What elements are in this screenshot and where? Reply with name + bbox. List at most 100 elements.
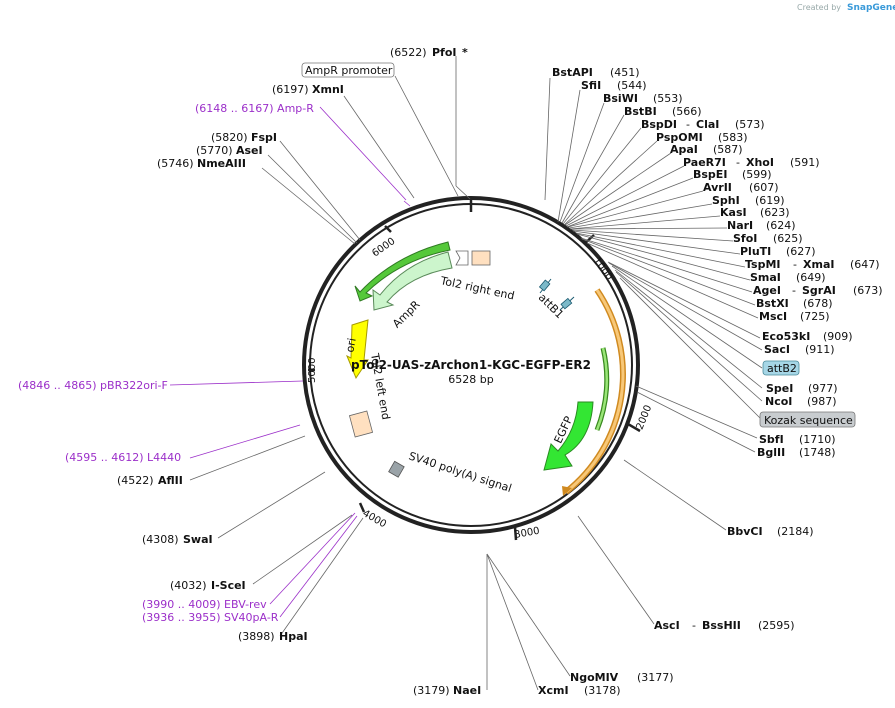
primer-sv40pa-r[interactable]: (3936 .. 3955) SV40pA-R	[142, 611, 279, 624]
svg-text:(553): (553)	[653, 92, 683, 105]
enzyme-fspi[interactable]: (5820) FspI	[211, 131, 277, 144]
enzyme-smai[interactable]: SmaI(649)	[750, 271, 826, 284]
enzyme-paer7i-xhoi[interactable]: PaeR7I-XhoI (591)	[683, 156, 820, 169]
svg-text:-: -	[736, 156, 740, 169]
svg-text:NgoMIV: NgoMIV	[570, 671, 619, 684]
kozak-box[interactable]: Kozak sequence	[759, 411, 856, 428]
svg-text:(591): (591)	[790, 156, 820, 169]
enzyme-bstapi[interactable]: BstAPI(451)	[552, 66, 640, 79]
green-small-arc	[595, 347, 608, 431]
enzyme-ncoi[interactable]: NcoI(987)	[765, 395, 837, 408]
enzyme-kasi[interactable]: KasI(623)	[720, 206, 790, 219]
svg-text:(625): (625)	[773, 232, 803, 245]
svg-text:BbvCI: BbvCI	[727, 525, 763, 538]
enzyme-bspei[interactable]: BspEI(599)	[693, 168, 772, 181]
svg-text:PluTI: PluTI	[740, 245, 771, 258]
enzyme-bspdi-clai[interactable]: BspDI-ClaI(573)	[641, 118, 765, 131]
svg-text:SgrAI: SgrAI	[802, 284, 836, 297]
enzyme-ngomiv[interactable]: NgoMIV(3177)	[570, 671, 674, 684]
svg-text:BspEI: BspEI	[693, 168, 727, 181]
enzyme-saci[interactable]: SacI(911)	[764, 343, 835, 356]
enzyme-sfii[interactable]: SfiI (544)	[581, 79, 647, 92]
enzyme-bstxi[interactable]: BstXI(678)	[756, 297, 833, 310]
credit-prefix: Created by	[797, 3, 841, 12]
enzyme-sphi[interactable]: SphI(619)	[712, 194, 785, 207]
primer-ebv-rev[interactable]: (3990 .. 4009) EBV-rev	[142, 598, 267, 611]
enzyme-spei[interactable]: SpeI(977)	[766, 382, 838, 395]
ampr-outer-arrow	[354, 241, 451, 302]
svg-text:BspDI: BspDI	[641, 118, 677, 131]
svg-text:(2184): (2184)	[777, 525, 814, 538]
attb1-marker	[538, 278, 575, 311]
enzyme-sbfi[interactable]: SbfI(1710)	[759, 433, 836, 446]
svg-text:PfoI: PfoI	[432, 46, 457, 59]
enzyme-asci-bsshii[interactable]: AscI-BssHII(2595)	[654, 619, 795, 632]
enzyme-nmeaiii[interactable]: (5746) NmeAIII	[157, 157, 246, 170]
primer-l4440[interactable]: (4595 .. 4612) L4440	[65, 451, 181, 464]
svg-text:(566): (566)	[672, 105, 702, 118]
ori-label: ori	[343, 337, 358, 353]
svg-text:XmaI: XmaI	[803, 258, 834, 271]
tick-label-1000: 1000	[591, 256, 615, 283]
enzyme-pfoi[interactable]: (6522) PfoI *	[390, 46, 468, 59]
svg-text:(627): (627)	[786, 245, 816, 258]
ampr-label: AmpR	[390, 298, 423, 331]
enzyme-apai[interactable]: ApaI(587)	[670, 143, 743, 156]
svg-text:(4032): (4032)	[170, 579, 207, 592]
enzyme-i-scei[interactable]: (4032)I-SceI	[170, 579, 246, 592]
svg-text:BglII: BglII	[757, 446, 785, 459]
sv40-label: SV40 poly(A) signal	[407, 449, 513, 495]
svg-text:(607): (607)	[749, 181, 779, 194]
enzyme-naei[interactable]: (3179)NaeI	[413, 684, 481, 697]
plasmid-length: 6528 bp	[448, 373, 493, 386]
primer-amp-r[interactable]: (6148 .. 6167) Amp-R	[195, 102, 314, 115]
enzyme-sfoi[interactable]: SfoI(625)	[733, 232, 803, 245]
enzyme-agei-sgrai[interactable]: AgeI-SgrAI(673)	[753, 284, 883, 297]
sv40-marker	[388, 460, 405, 478]
svg-text:(3179): (3179)	[413, 684, 450, 697]
tick-label-5000: 5000	[307, 358, 318, 383]
enzyme-nari[interactable]: NarI(624)	[727, 219, 796, 232]
orange-arc-arrowhead	[562, 486, 572, 496]
enzyme-pspomi[interactable]: PspOMI(583)	[656, 131, 748, 144]
svg-text:XhoI: XhoI	[746, 156, 774, 169]
svg-text:(624): (624)	[766, 219, 796, 232]
enzyme-bstbi[interactable]: BstBI(566)	[624, 105, 702, 118]
svg-text:(623): (623)	[760, 206, 790, 219]
attb1-label: attB1	[536, 291, 566, 321]
attb2-box[interactable]: attB2	[762, 360, 800, 376]
ampr-arrow	[372, 251, 453, 311]
enzyme-avrii[interactable]: AvrII(607)	[703, 181, 779, 194]
svg-text:(5820): (5820)	[211, 131, 248, 144]
enzyme-swai[interactable]: (4308)SwaI	[142, 533, 213, 546]
svg-text:SacI: SacI	[764, 343, 790, 356]
tick-label-3000: 3000	[514, 526, 541, 541]
enzyme-asei[interactable]: (5770) AseI	[196, 144, 263, 157]
tick-label-6000: 6000	[370, 236, 397, 260]
primer-pbr322ori-f[interactable]: (4846 .. 4865) pBR322ori-F	[18, 379, 168, 392]
svg-text:PaeR7I: PaeR7I	[683, 156, 726, 169]
svg-text:attB2: attB2	[767, 362, 797, 375]
svg-text:(3178): (3178)	[584, 684, 621, 697]
svg-text:(544): (544)	[617, 79, 647, 92]
enzyme-hpai[interactable]: (3898)HpaI	[238, 630, 308, 643]
enzyme-bsiwi[interactable]: BsiWI(553)	[603, 92, 683, 105]
svg-text:(451): (451)	[610, 66, 640, 79]
enzyme-msci[interactable]: MscI(725)	[759, 310, 830, 323]
enzyme-bglii[interactable]: BglII(1748)	[757, 446, 836, 459]
enzyme-tspmi-xmai[interactable]: TspMI-XmaI(647)	[745, 258, 880, 271]
enzyme-xmni[interactable]: (6197) XmnI	[272, 83, 344, 96]
amp-promoter-box[interactable]: AmpR promoter	[301, 62, 395, 78]
enzyme-aflii[interactable]: (4522)AflII	[117, 474, 183, 487]
snapgene-logo: SnapGene	[847, 3, 895, 13]
leader-lines-top-left	[261, 56, 471, 245]
svg-text:SfiI: SfiI	[581, 79, 601, 92]
enzyme-eco53ki[interactable]: Eco53kI(909)	[762, 330, 853, 343]
enzyme-bbvci[interactable]: BbvCI (2184)	[727, 525, 814, 538]
enzyme-xcmi[interactable]: XcmI(3178)	[538, 684, 621, 697]
svg-text:NmeAIII: NmeAIII	[197, 157, 246, 170]
enzyme-pluti[interactable]: PluTI (627)	[740, 245, 816, 258]
svg-text:-: -	[686, 118, 690, 131]
svg-text:(647): (647)	[850, 258, 880, 271]
